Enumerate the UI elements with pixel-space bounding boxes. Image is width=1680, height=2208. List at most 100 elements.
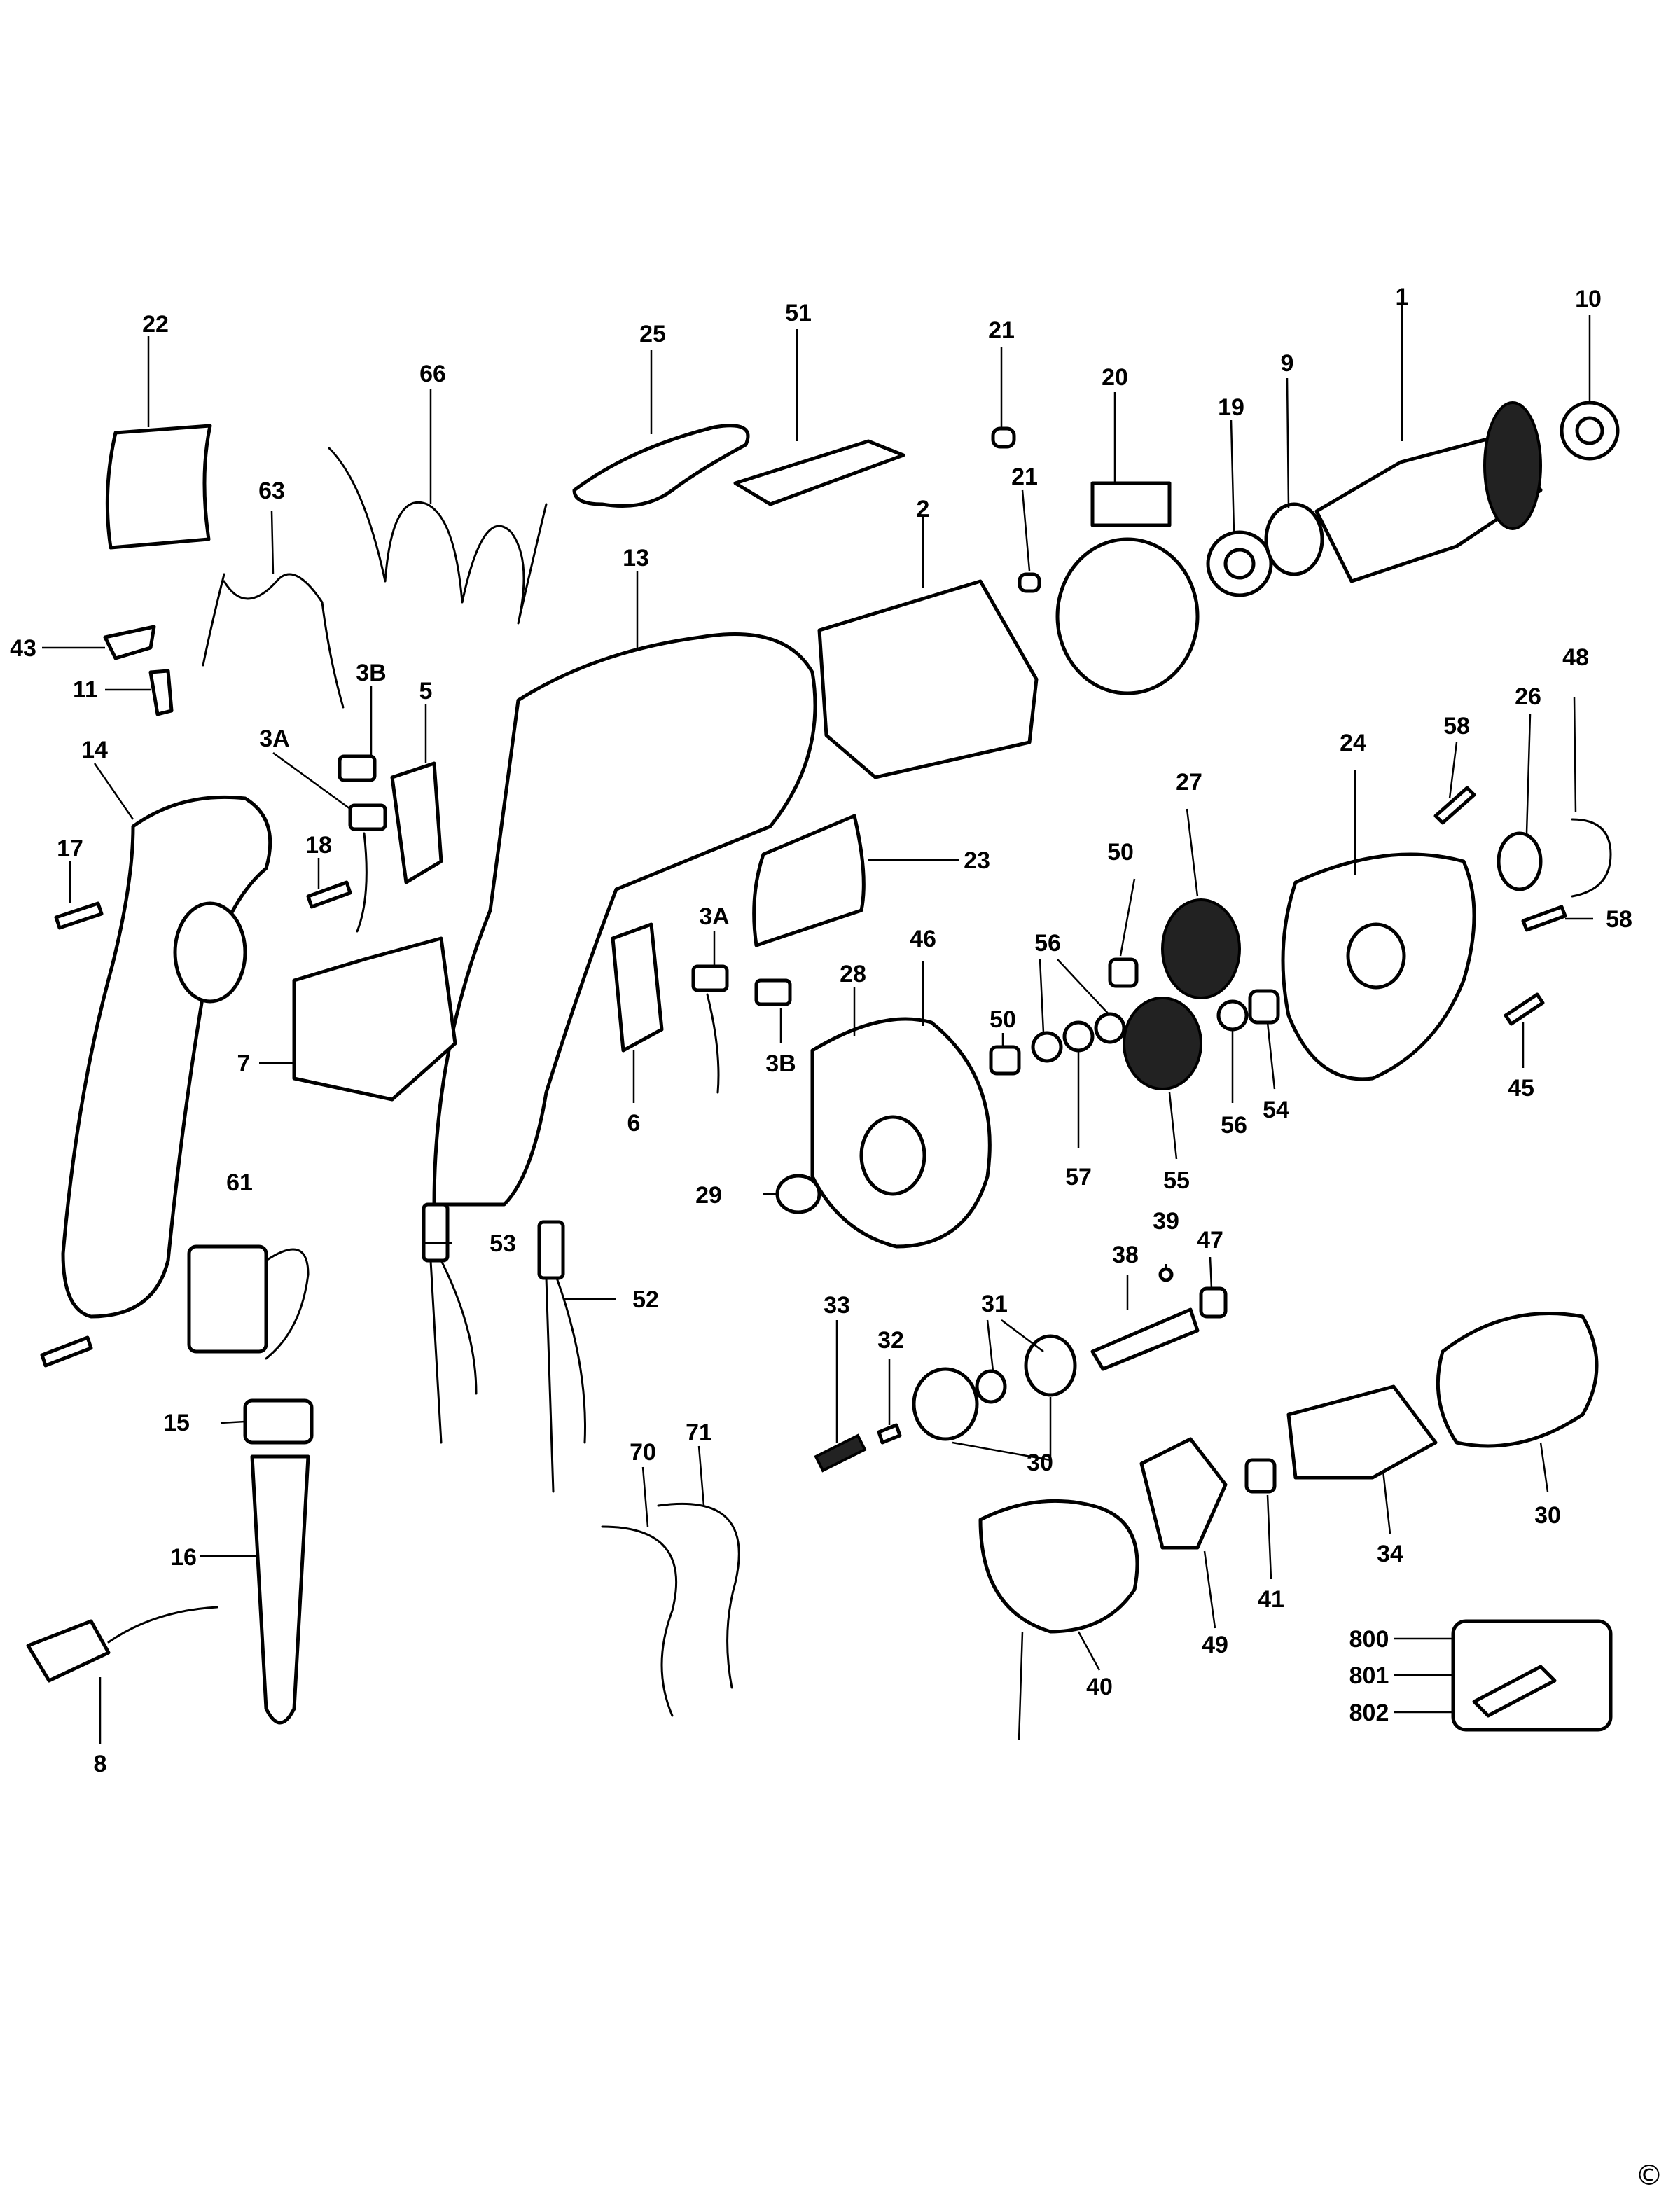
part-56-washer-mid — [1094, 1012, 1126, 1044]
leader-lines — [42, 305, 1593, 1744]
callout-33: 32 — [877, 1327, 904, 1354]
callout-10: 10 — [1575, 286, 1602, 312]
callout-13: 13 — [623, 545, 649, 571]
callout-56-bottom: 56 — [1221, 1112, 1247, 1139]
part-57-nut — [1062, 1020, 1095, 1053]
callout-3a-left: 3A — [259, 725, 289, 752]
callout-49: 49 — [1202, 1632, 1228, 1658]
callout-15: 15 — [163, 1410, 190, 1436]
part-54-bearing — [1248, 989, 1280, 1025]
part-15-clamp — [243, 1398, 314, 1445]
callout-58-right: 58 — [1606, 906, 1632, 933]
part-31-clutch-disc — [1024, 1334, 1077, 1397]
part-20-brush-holder — [1055, 537, 1200, 695]
callout-30: 30 — [1534, 1502, 1561, 1529]
part-30-collar — [1436, 1312, 1599, 1448]
part-43-clip — [103, 625, 156, 660]
part-29-washer — [775, 1174, 821, 1214]
part-56-washer-right — [1216, 999, 1249, 1032]
callout-16: 16 — [170, 1544, 197, 1571]
part-21-pin — [1018, 572, 1041, 593]
part-8-cable — [107, 1606, 218, 1644]
part-22-label-sheet — [105, 424, 212, 550]
part-18-screw — [306, 880, 352, 909]
part-1-gear-ring — [1483, 401, 1542, 530]
part-58-screw-top — [1433, 786, 1476, 825]
callout-28: 28 — [840, 961, 866, 987]
part-3a-lead — [356, 832, 368, 933]
callout-800: 800 — [1349, 1626, 1389, 1653]
callout-54: 54 — [1263, 1097, 1289, 1123]
part-63-wire — [202, 573, 345, 709]
part-49-clutch-housing — [1139, 1437, 1228, 1550]
callout-61: 61 — [226, 1169, 253, 1196]
part-56-washer-left — [1031, 1031, 1063, 1063]
accessory-box-part — [1472, 1665, 1557, 1718]
callout-53: 53 — [490, 1230, 516, 1257]
callout-34: 33 — [824, 1292, 850, 1319]
callout-9: 9 — [1281, 350, 1294, 377]
callout-39: 39 — [1153, 1208, 1179, 1235]
part-40-nosepiece — [978, 1499, 1139, 1634]
part-61-wires — [265, 1248, 310, 1360]
callout-21-top: 21 — [988, 317, 1015, 344]
part-33-pin — [877, 1423, 902, 1445]
part-53-lead — [422, 1202, 450, 1263]
part-34-spring — [814, 1433, 867, 1473]
part-70-wire — [601, 1525, 678, 1717]
callout-2: 2 — [917, 496, 930, 522]
callout-38: 38 — [1112, 1242, 1139, 1268]
part-52-lead — [537, 1220, 565, 1280]
part-53-wires — [429, 1259, 478, 1444]
callout-45: 45 — [1508, 1075, 1534, 1102]
part-47-bushing — [1199, 1286, 1228, 1319]
part-7-switch — [292, 936, 457, 1102]
part-3a-brush — [348, 803, 387, 831]
part-3a-brush-right — [691, 964, 729, 992]
callout-40: 40 — [1086, 1674, 1113, 1700]
callout-7: 7 — [237, 1050, 251, 1077]
callout-46: 46 — [910, 926, 936, 952]
callout-21: 21 — [1011, 464, 1038, 490]
callout-3b-right: 3B — [765, 1050, 796, 1077]
part-3a-right-lead — [706, 993, 720, 1094]
part-19-bore — [1223, 548, 1256, 580]
part-45-screw — [1504, 992, 1545, 1026]
part-2-field — [817, 579, 1039, 779]
callout-70: 70 — [630, 1439, 656, 1466]
callout-63: 63 — [258, 478, 285, 504]
part-16-cord-protector — [250, 1454, 310, 1725]
callout-19: 19 — [1218, 394, 1244, 421]
callout-71: 71 — [686, 1419, 712, 1446]
part-66-wire-set — [328, 447, 548, 625]
part-50-bushing-right — [1108, 957, 1139, 988]
callout-41: 41 — [1258, 1586, 1284, 1613]
part-61-module — [187, 1244, 268, 1354]
callout-43: 43 — [10, 635, 36, 662]
part-55-gear — [1123, 997, 1202, 1090]
part-20-connector — [1090, 481, 1172, 527]
part-21-pin-top — [991, 426, 1016, 449]
callout-23: 23 — [964, 847, 990, 874]
part-31-clutch-ring — [912, 1367, 979, 1441]
part-28-bore — [859, 1115, 926, 1196]
callout-32: 31 — [981, 1291, 1008, 1317]
callout-20: 20 — [1102, 364, 1128, 391]
callout-58-top: 58 — [1443, 713, 1470, 740]
callout-37: 34 — [1377, 1541, 1403, 1567]
callout-11: 11 — [73, 676, 98, 703]
part-51-module — [733, 439, 905, 506]
callout-31: 30 — [1027, 1450, 1053, 1476]
callout-50-left: 50 — [990, 1006, 1016, 1033]
callout-17: 17 — [57, 835, 83, 862]
callout-66: 66 — [419, 361, 446, 387]
callout-labels: 22 66 63 25 51 21 21 20 19 9 1 10 2 13 4… — [10, 284, 1632, 1777]
part-50-bushing-left — [989, 1045, 1021, 1076]
part-24-bore — [1346, 922, 1406, 990]
part-48-retaining-ring — [1571, 818, 1612, 898]
callout-5: 5 — [419, 678, 433, 704]
callout-29: 29 — [695, 1182, 722, 1209]
callout-6: 6 — [627, 1110, 641, 1137]
callout-56-top: 56 — [1034, 930, 1061, 957]
